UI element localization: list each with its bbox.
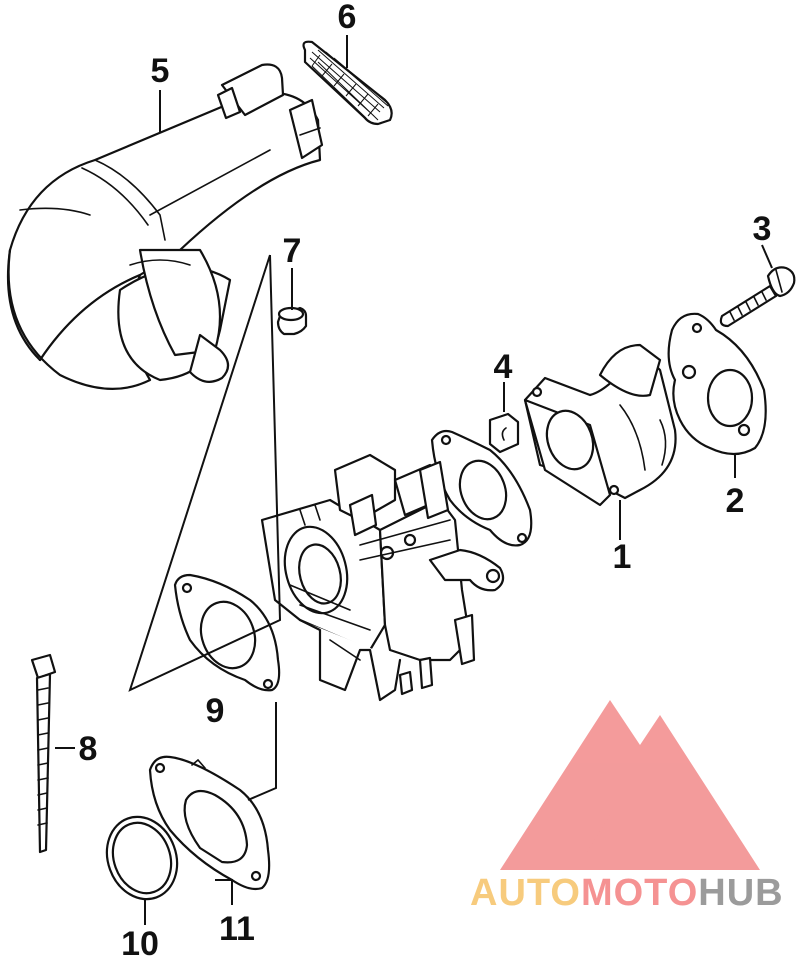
callout-10: 10 [121, 925, 159, 956]
filter-screen [302, 40, 393, 126]
callout-7: 7 [283, 232, 302, 270]
base-gasket [173, 573, 281, 692]
callout-1: 1 [613, 538, 632, 576]
carburetor-gasket [430, 429, 533, 547]
spacer-gasket [148, 755, 271, 891]
watermark: AUTOMOTOHUB [470, 700, 784, 914]
callout-4: 4 [494, 348, 513, 386]
watermark-auto: AUTO [470, 872, 581, 914]
flange-gasket [667, 312, 767, 456]
carburetor [260, 453, 505, 702]
watermark-hub: HUB [698, 872, 783, 914]
callout-6: 6 [338, 0, 357, 36]
watermark-logo [500, 700, 760, 870]
callout-8: 8 [79, 730, 98, 768]
retaining-clip [488, 412, 520, 454]
callout-11: 11 [219, 910, 255, 948]
leader-lines [55, 35, 773, 925]
callout-2: 2 [726, 482, 745, 520]
intake-elbow [523, 343, 677, 507]
o-ring [105, 815, 179, 901]
watermark-moto: MOTO [581, 872, 698, 914]
callout-5: 5 [151, 52, 170, 90]
air-intake-silencer [6, 63, 324, 390]
watermark-text: AUTOMOTOHUB [470, 872, 784, 914]
bushing [276, 306, 308, 336]
callout-3: 3 [753, 210, 772, 248]
flange-bolt [719, 266, 796, 328]
callout-labels: 1 2 3 4 5 6 7 8 9 10 11 [79, 0, 772, 956]
callout-9: 9 [206, 692, 225, 730]
cable-tie [30, 653, 57, 854]
